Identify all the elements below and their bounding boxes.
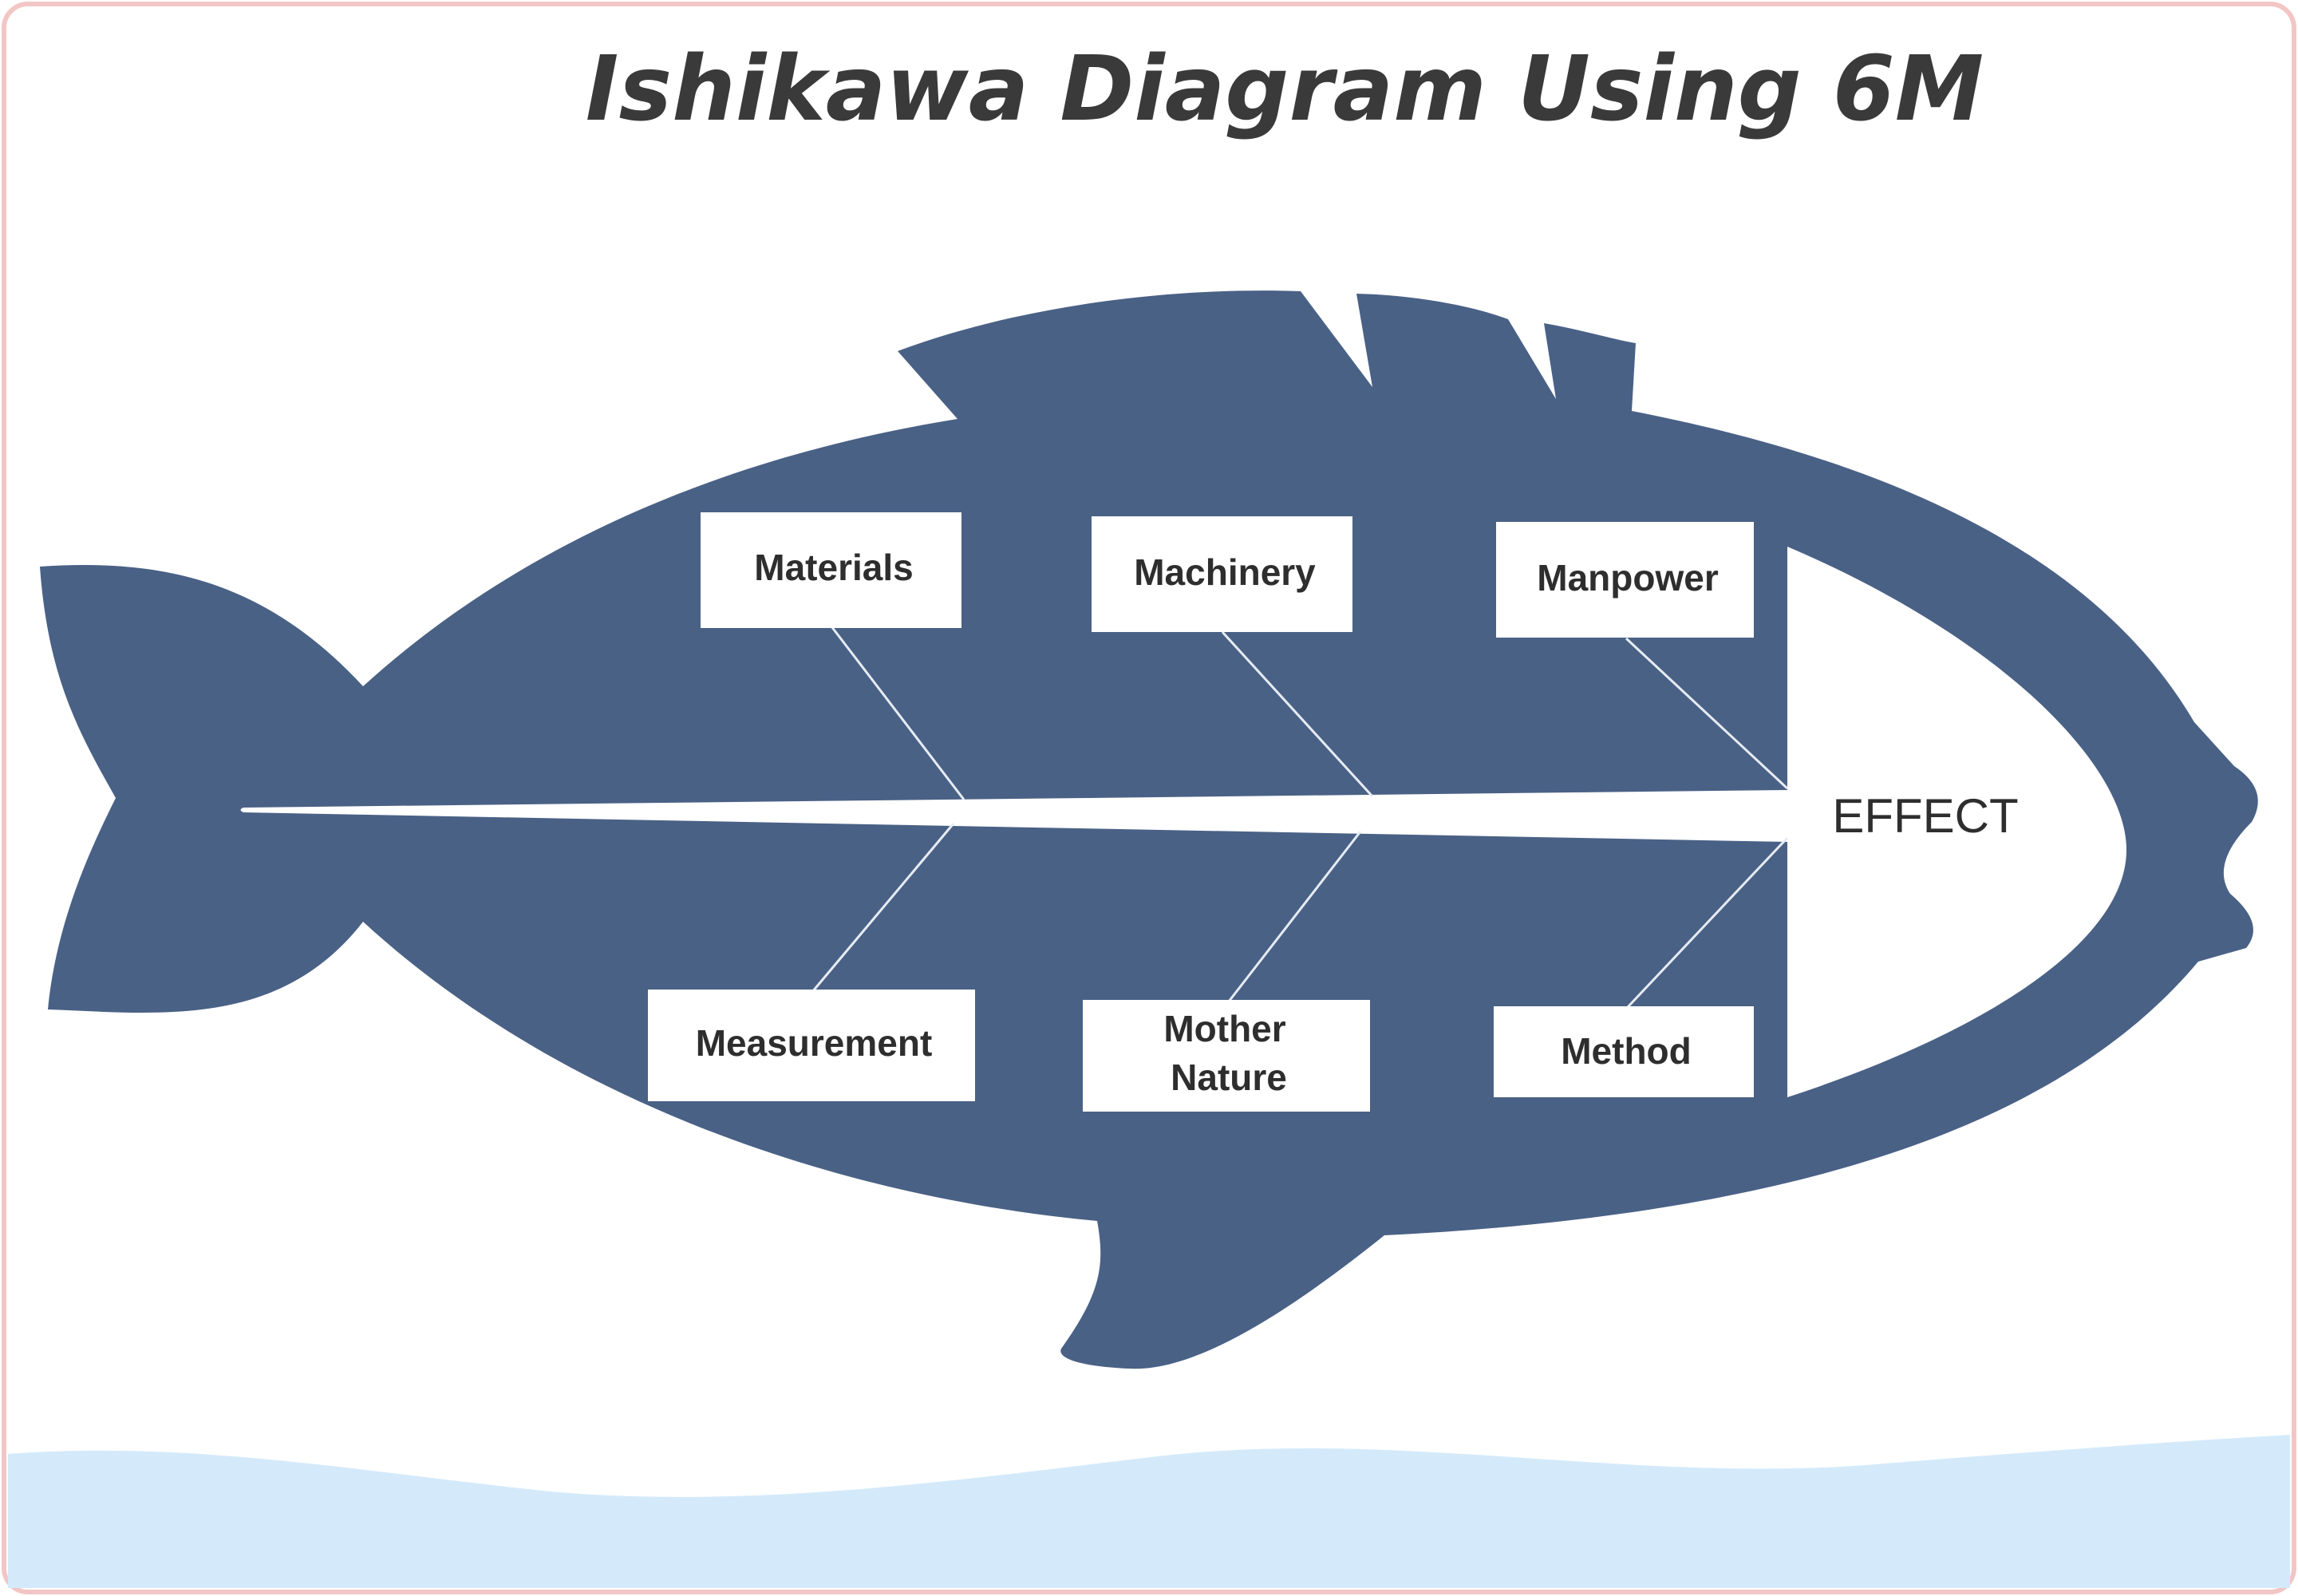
- rib-machinery: [1221, 630, 1374, 798]
- rib-method: [1626, 836, 1789, 1009]
- cause-box-machinery: Machinery: [1092, 516, 1352, 632]
- rib-lines: [811, 626, 1789, 1009]
- cause-label-machinery: Machinery: [1134, 551, 1316, 593]
- cause-label-mother-nature-line2: Nature: [1171, 1057, 1287, 1098]
- cause-box-measurement: Measurement: [648, 990, 975, 1101]
- fish-head: [1787, 547, 2126, 1097]
- spine-bone: [240, 790, 1787, 842]
- cause-label-mother-nature-line1: Mother: [1163, 1008, 1285, 1049]
- diagram-title: Ishikawa Diagram Using 6M: [586, 38, 1984, 141]
- effect-label: EFFECT: [1832, 789, 2018, 843]
- water-wave: [8, 1435, 2290, 1588]
- cause-label-materials: Materials: [754, 547, 913, 588]
- rib-mother-nature: [1227, 831, 1362, 1002]
- cause-label-measurement: Measurement: [696, 1022, 933, 1064]
- cause-box-materials: Materials: [701, 512, 961, 628]
- rib-measurement: [811, 823, 955, 993]
- cause-box-manpower: Manpower: [1496, 522, 1754, 638]
- cause-label-method: Method: [1561, 1030, 1692, 1072]
- cause-box-method: Method: [1494, 1006, 1754, 1097]
- rib-materials: [830, 626, 965, 800]
- cause-box-mother-nature: Mother Nature: [1083, 1000, 1370, 1112]
- cause-label-manpower: Manpower: [1537, 557, 1719, 598]
- rib-manpower: [1625, 637, 1789, 790]
